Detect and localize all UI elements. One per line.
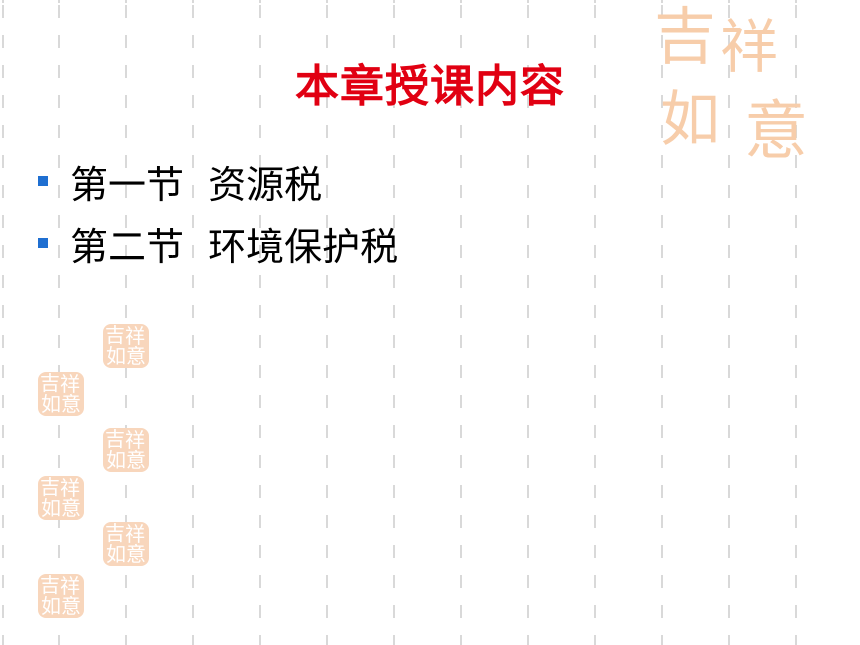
small-seal-stamp: 吉祥 如意 <box>38 372 84 416</box>
list-item-label: 第一节 资源税 <box>70 162 323 207</box>
small-seal-stamp: 吉祥 如意 <box>103 324 149 368</box>
slide-title: 本章授课内容 <box>295 61 565 112</box>
list-item-label: 第二节 环境保护税 <box>70 224 399 269</box>
list-item: 第一节 资源税 <box>38 150 398 212</box>
small-seal-stamp: 吉祥 如意 <box>38 476 84 520</box>
square-bullet-icon <box>38 176 48 186</box>
small-seal-stamp: 吉祥 如意 <box>38 574 84 618</box>
auspicious-calligraphy-seal: 吉 祥 如 意 <box>654 0 808 169</box>
small-seal-stamp: 吉祥 如意 <box>103 428 149 472</box>
small-seal-stamp: 吉祥 如意 <box>103 522 149 566</box>
chapter-list: 第一节 资源税 第二节 环境保护税 <box>38 150 398 274</box>
list-item: 第二节 环境保护税 <box>38 212 398 274</box>
square-bullet-icon <box>38 238 48 248</box>
